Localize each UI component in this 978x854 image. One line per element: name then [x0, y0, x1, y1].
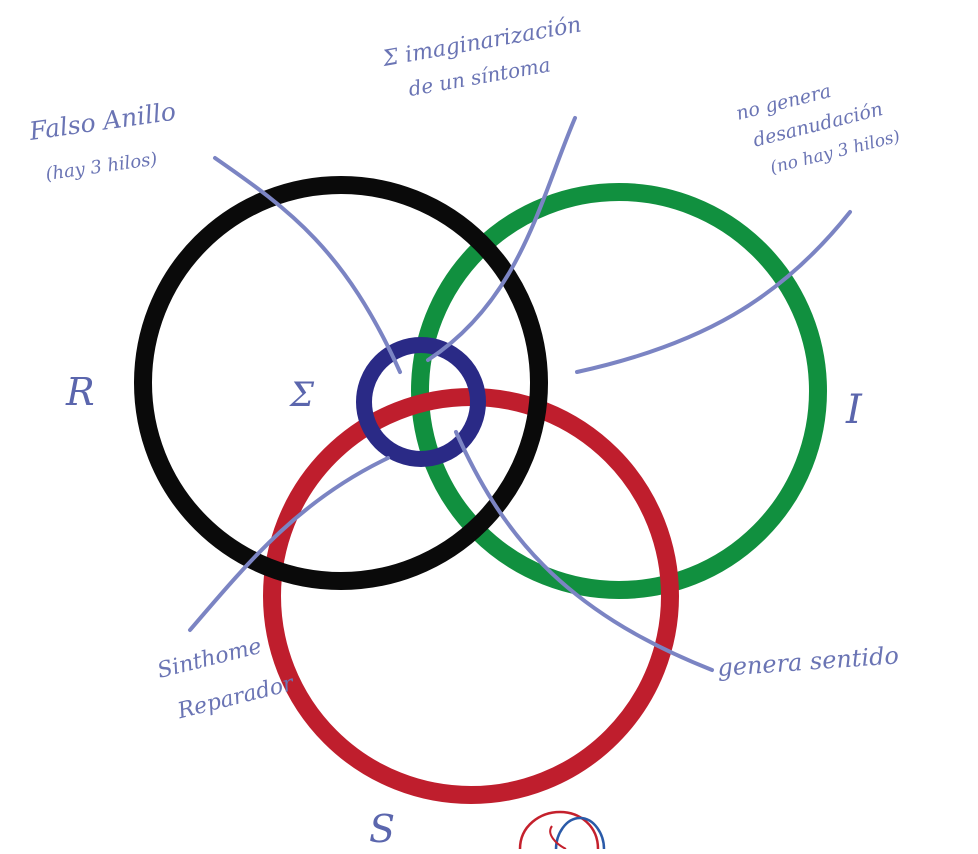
annotation-sinthome-line2: Reparador: [174, 671, 297, 724]
annotation-no-genera: no genera desanudación (no hay 3 hilos): [734, 67, 902, 184]
label-i: I: [845, 387, 863, 433]
annotation-sinthome-line1: Sinthome: [155, 634, 264, 684]
annotation-falso-anillo: Falso Anillo (hay 3 hilos): [27, 97, 184, 187]
label-r: R: [65, 370, 95, 414]
annotation-imaginarizacion: Σ imaginarización de un síntoma: [380, 12, 589, 104]
annotation-genera-sentido: genera sentido: [716, 641, 899, 682]
annotation-falso-anillo-line2: (hay 3 hilos): [44, 149, 158, 185]
annotation-falso-anillo-line1: Falso Anillo: [27, 97, 178, 146]
label-sigma: Σ: [288, 375, 315, 415]
label-s: S: [369, 807, 395, 849]
logo-mark: [520, 812, 604, 849]
